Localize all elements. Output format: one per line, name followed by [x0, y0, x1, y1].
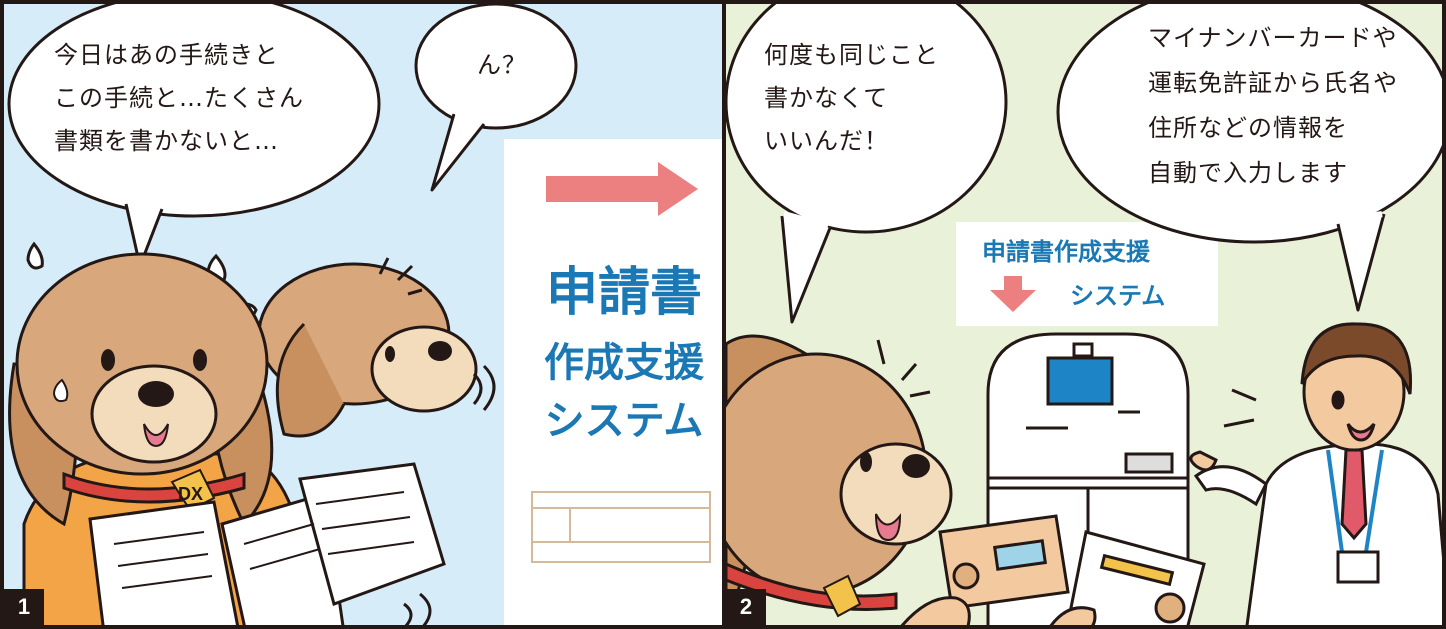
bubble-text-4: マイナンバーカードや 運転免許証から氏名や 住所などの情報を 自動で入力します [1148, 24, 1398, 187]
speech-bubble-1 [7, 4, 381, 268]
panel-number-2: 2 [726, 589, 766, 625]
documents-icon [88, 462, 446, 625]
panel-number-1: 1 [4, 589, 44, 625]
bubble-text-1: 今日はあの手続きと この手続と…たくさん 書類を書かないと… [54, 41, 304, 155]
board-title-line3: システム [544, 398, 704, 444]
sign-title-line1: 申請書作成支援 [982, 238, 1150, 266]
arrow-down-icon [990, 276, 1036, 312]
sign-title-line2: システム [1070, 282, 1166, 310]
speech-bubble-2 [414, 4, 578, 192]
info-board [504, 139, 722, 625]
board-title-line2: 作成支援 [544, 340, 704, 386]
panel-2: 何度も同じこと 書かなくて いいんだ！ マイナンバーカードや 運転免許証から氏名… [722, 0, 1446, 629]
dx-tag-icon [170, 468, 216, 512]
board-title-line1: 申請書 [545, 263, 702, 323]
speech-bubble-4 [1056, 4, 1442, 312]
form-icon [531, 491, 711, 563]
hand-icon [1049, 606, 1097, 625]
speech-bubble-3 [726, 4, 1008, 324]
id-card-icon [938, 514, 1070, 610]
panel-1-illustration: DX [7, 4, 722, 625]
dx-tag-text: DX [178, 484, 203, 504]
dog-character-2 [257, 257, 496, 438]
bubble-text-2: ん？ [477, 51, 527, 79]
panel-1: DX 今日はあの手続きと この手続と…たくさん 書類を書かないと… ん？ 申請書… [0, 0, 726, 629]
panel-2-illustration [726, 4, 1442, 625]
hand-icon [900, 596, 971, 625]
staff-character [1189, 322, 1442, 625]
license-card-icon [1066, 530, 1206, 625]
dx-tag-icon [822, 574, 862, 618]
shake-lines-icon [403, 592, 432, 625]
bubble-text-3: 何度も同じこと 書かなくて いいんだ！ [764, 41, 939, 155]
system-sign [956, 222, 1218, 326]
arrow-right-icon [546, 162, 698, 216]
